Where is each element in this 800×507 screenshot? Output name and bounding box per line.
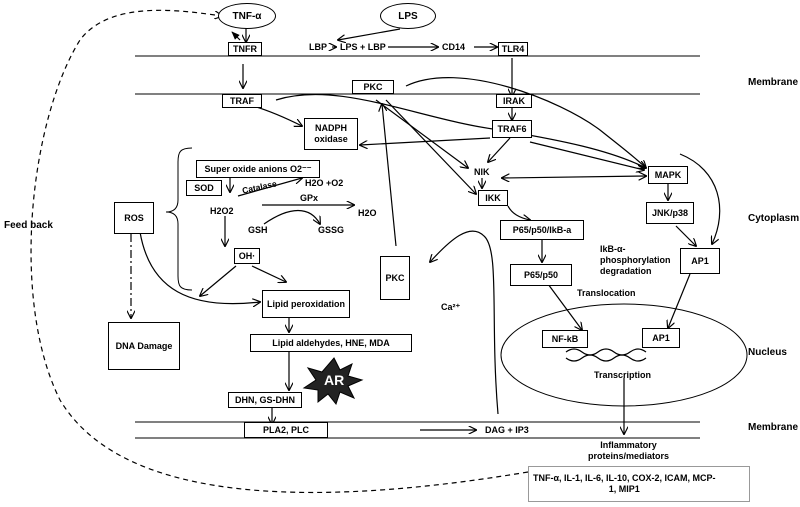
- arrow-gsh-gssg: [263, 210, 320, 225]
- superoxide-node: Super oxide anions O2⁻⁻: [196, 160, 320, 178]
- cd14-label: CD14: [442, 42, 466, 52]
- nadph-oxidase-node: NADPH oxidase: [304, 118, 358, 150]
- ap1-node: AP1: [680, 248, 720, 274]
- ikk-node: IKK: [478, 190, 508, 206]
- arrow-lps: [338, 28, 401, 40]
- dna-damage-node: DNA Damage: [108, 322, 180, 370]
- calcium-label: Ca²⁺: [441, 302, 461, 312]
- pla2-plc-node: PLA2, PLC: [244, 422, 328, 438]
- jnk-p38-node: JNK/p38: [646, 202, 694, 224]
- arrow-catalase: [237, 178, 302, 197]
- dag-ip3-label: DAG + IP3: [485, 425, 529, 435]
- tnf-alpha-node: TNF-α: [218, 3, 276, 29]
- transcription-wave-1: [565, 348, 647, 356]
- nfkb-node: NF-kB: [542, 330, 588, 348]
- arrow-dag-pkcmid: [430, 230, 499, 415]
- transcription-wave-2: [565, 354, 647, 362]
- inflammatory-label: Inflammatory proteins/mediators: [588, 440, 670, 461]
- arrow-pkc-mapk: [405, 77, 646, 168]
- arrow-oh-left: [200, 265, 237, 296]
- ros-brace: [165, 147, 193, 291]
- h2o-o2-label: H2O +O2: [305, 178, 344, 188]
- arrow-mapk-nik: [502, 176, 646, 178]
- h2o2-label: H2O2: [210, 206, 234, 216]
- arrow-ros-lipid: [139, 231, 260, 304]
- arrow-pkcmid-pkctop: [382, 104, 397, 247]
- traf-node: TRAF: [222, 94, 262, 108]
- ar-starburst: [302, 357, 364, 406]
- arrow-traf6-mapk: [529, 141, 644, 170]
- arrow-pkc-nik: [375, 99, 468, 168]
- arrow-mapk-ap1-curve: [679, 153, 721, 244]
- sod-node: SOD: [186, 180, 222, 196]
- mediators-list-node: TNF-α, IL-1, IL-6, IL-10, COX-2, ICAM, M…: [528, 466, 750, 502]
- membrane-top-label: Membrane: [748, 77, 799, 88]
- lipid-aldehydes-node: Lipid aldehydes, HNE, MDA: [250, 334, 412, 352]
- arrow-tnf-loop: [231, 31, 241, 41]
- nik-label: NIK: [474, 167, 490, 177]
- gpx-label: GPx: [300, 193, 319, 203]
- cytoplasm-label: Cytoplasm: [748, 213, 800, 224]
- gsh-label: GSH: [248, 225, 268, 235]
- arrow-ap1-ap1nuc: [668, 273, 691, 328]
- ros-node: ROS: [114, 202, 154, 234]
- lipid-peroxidation-node: Lipid peroxidation: [262, 290, 350, 318]
- arrow-pkc-ikk: [385, 99, 476, 194]
- arrow-jnk-ap1: [675, 225, 696, 246]
- pkc-mid-node: PKC: [380, 256, 410, 300]
- gssg-label: GSSG: [318, 225, 345, 235]
- p65-ikb-node: P65/p50/IkB-a: [500, 220, 584, 240]
- lps-lbp-label: LPS + LBP: [340, 42, 386, 52]
- tnfr-node: TNFR: [228, 42, 262, 56]
- lps-node: LPS: [380, 3, 436, 29]
- arrow-ikk-p65ikb: [507, 205, 530, 220]
- pkc-top-node: PKC: [352, 80, 394, 94]
- arrow-traf6-nik: [488, 137, 511, 162]
- ar-label: AR: [324, 372, 345, 388]
- feedback-dashed-arrow: [30, 9, 529, 494]
- irak-node: IRAK: [496, 94, 532, 108]
- ikb-degradation-label: IkB-α- phosphorylation degradation: [600, 244, 671, 276]
- feedback-label: Feed back: [4, 220, 53, 231]
- ap1-nucleus-node: AP1: [642, 328, 680, 348]
- tlr4-node: TLR4: [498, 42, 528, 56]
- mapk-node: MAPK: [648, 166, 688, 184]
- dhn-node: DHN, GS-DHN: [228, 392, 302, 408]
- membrane-bottom-label: Membrane: [748, 422, 799, 433]
- traf6-node: TRAF6: [492, 120, 532, 138]
- transcription-label: Transcription: [594, 370, 652, 380]
- p65-p50-node: P65/p50: [510, 264, 572, 286]
- arrow-oh-right: [251, 265, 286, 282]
- arrow-p65-nfkb: [547, 283, 582, 330]
- translocation-label: Translocation: [577, 288, 636, 298]
- oh-radical-node: OH·: [234, 248, 260, 264]
- lbp-label: LBP: [309, 42, 327, 52]
- h2o-label: H2O: [358, 208, 377, 218]
- arrow-traf6-nadph: [360, 137, 491, 145]
- nucleus-label: Nucleus: [748, 347, 787, 358]
